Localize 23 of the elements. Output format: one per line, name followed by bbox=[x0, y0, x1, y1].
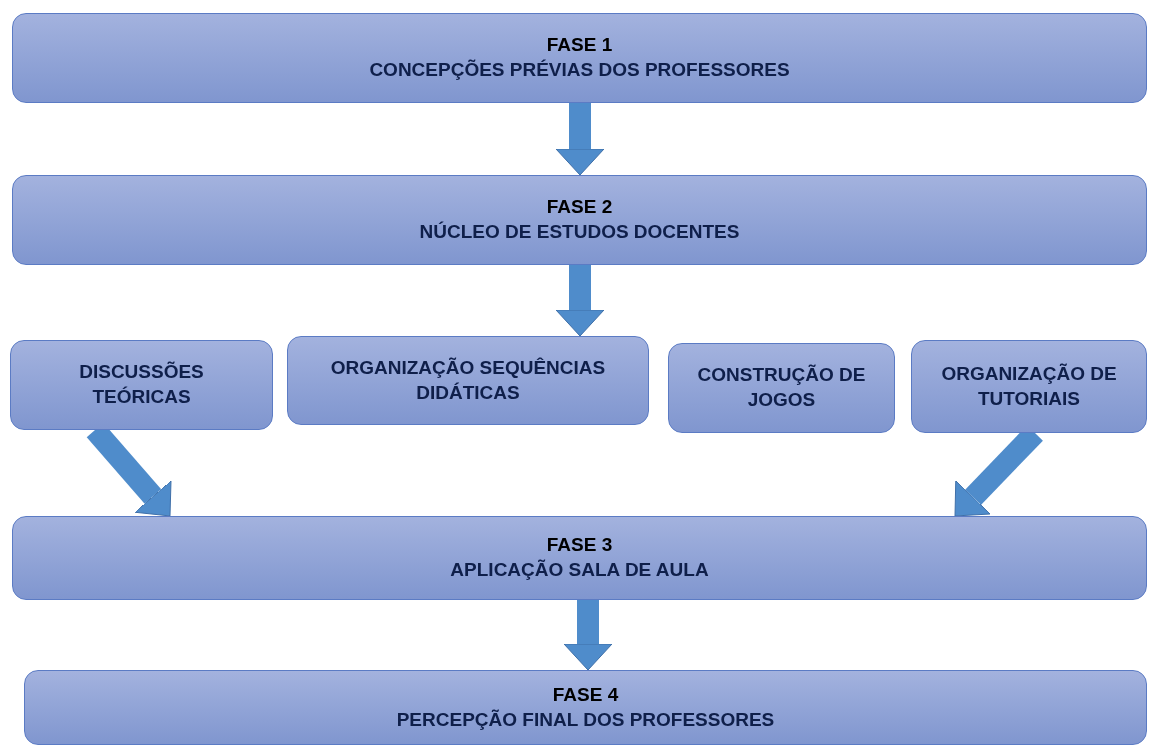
phase-title: FASE 2 bbox=[546, 195, 613, 220]
phase-description: NÚCLEO DE ESTUDOS DOCENTES bbox=[419, 220, 740, 244]
phase-title: FASE 3 bbox=[546, 533, 613, 558]
activity-box bbox=[287, 336, 649, 425]
phase-description: PERCEPÇÃO FINAL DOS PROFESSORES bbox=[396, 707, 775, 732]
phase-description: CONCEPÇÕES PRÉVIAS DOS PROFESSORES bbox=[369, 58, 790, 82]
phase-title: FASE 4 bbox=[552, 682, 619, 707]
phase-title: FASE 1 bbox=[546, 33, 613, 58]
phase-description: DISCUSSÕES TEÓRICAS bbox=[78, 360, 205, 409]
phase-description: APLICAÇÃO SALA DE AULA bbox=[450, 558, 709, 582]
activity-box bbox=[911, 340, 1147, 433]
activity-box bbox=[668, 343, 895, 433]
phase-box bbox=[12, 516, 1147, 600]
block-arrow bbox=[563, 600, 613, 671]
block-arrow bbox=[555, 103, 605, 176]
phase-description: ORGANIZAÇÃO DE TUTORIAIS bbox=[940, 361, 1118, 411]
phase-description: CONSTRUÇÃO DE JOGOS bbox=[696, 363, 867, 412]
phase-box bbox=[12, 175, 1147, 265]
phase-box bbox=[24, 670, 1147, 745]
block-arrow bbox=[555, 265, 605, 337]
phase-box bbox=[12, 13, 1147, 103]
phase-description: ORGANIZAÇÃO SEQUÊNCIAS DIDÁTICAS bbox=[329, 355, 607, 405]
activity-box bbox=[10, 340, 273, 430]
